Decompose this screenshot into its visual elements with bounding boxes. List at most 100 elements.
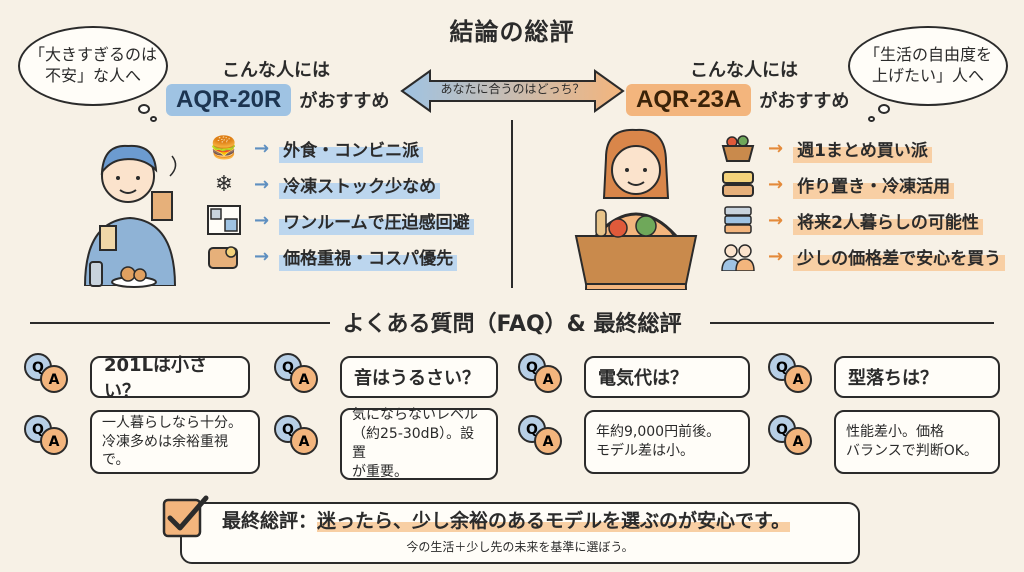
woman-basket-illustration [574,128,698,290]
faq-answer-card: 年約9,000円前後。 モデル差は小。 [584,410,750,474]
faq-answer-line: 性能差小。価格 [846,424,944,441]
arrow-right-icon: → [254,173,270,195]
faq-answer-line: が重要。 [352,463,408,480]
left-rec-suffix: がおすすめ [299,91,390,112]
qa-q-letter: Q [776,360,788,376]
right-rec-top: こんな人には [690,60,798,81]
center-divider [511,120,513,288]
bubble-right-line1: 「生活の自由度を [863,45,992,65]
left-feature-text: ワンルームで圧迫感回避 [279,205,474,235]
center-arrow-label: あなたに合うのはどっち？ [440,82,585,96]
faq-title: よくある質問（FAQ）& 最終総評 [342,312,682,337]
faq-answer-card: 性能差小。価格 バランスで判断OK。 [834,410,1000,474]
faq-question-card: 音はうるさい？ [340,356,498,398]
man-eating-illustration [83,144,177,286]
faq-divider-left [30,322,330,324]
left-feature-text: 外食・コンビニ派 [279,133,424,163]
qa-icon: Q A [24,353,68,393]
faq-answer-line: 冷凍多めは余裕重視で。 [102,433,228,469]
faq-answer-line: バランスで判断OK。 [846,443,978,459]
left-feature-item: → 価格重視・コスパ優先 [204,238,474,274]
double-arrow-icon [400,69,625,113]
speech-bubble-right: 「生活の自由度を 上げたい」人へ [848,26,1008,106]
faq-answer-card: 気にならないレベル （約25-30dB）。設置 が重要。 [340,407,498,480]
model-badge-aqr20r: AQR-20R [166,84,292,116]
qa-q-letter: Q [526,360,538,376]
snowflake-icon: ❄ [214,171,234,197]
qa-q-letter: Q [32,360,44,376]
right-feature-text: 将来2人暮らしの可能性 [793,205,983,235]
left-feature-item: → ワンルームで圧迫感回避 [204,202,474,238]
qa-icon: Q A [518,353,562,393]
couple-icon [718,240,758,272]
qa-q-letter: Q [282,360,294,376]
right-feature-item: → 作り置き・冷凍活用 [718,166,1005,202]
bubble-tail-dot [150,116,157,122]
left-rec-line: AQR-20R がおすすめ [166,84,389,116]
right-rec-suffix: がおすすめ [759,91,850,112]
model-badge-aqr23a: AQR-23A [626,84,752,116]
faq-question-card: 201Lは小さい？ [90,355,250,402]
qa-a-letter: A [543,434,554,450]
qa-icon: Q A [274,353,318,393]
left-feature-item: 🍔 → 外食・コンビニ派 [204,130,474,166]
right-feature-text: 週1まとめ買い派 [793,133,932,163]
speech-bubble-left: 「大きすぎるのは 不安」な人へ [18,26,168,106]
basket-icon [718,132,758,164]
bubble-tail-dot [868,116,875,122]
qa-a-letter: A [299,372,310,388]
faq-answer-line: 年約9,000円前後。 [596,424,721,441]
faq-question-card: 型落ちは？ [834,356,1000,398]
final-message: 迷ったら、少し余裕のあるモデルを選ぶのが安心です。 [317,510,791,532]
qa-a-letter: A [793,372,804,388]
bubble-right-line2: 上げたい」人へ [871,66,984,85]
left-rec-top: こんな人には [222,60,330,81]
arrow-right-icon: → [768,209,784,231]
qa-a-letter: A [49,372,60,388]
faq-answer-line: （約25-30dB）。設置 [352,426,475,461]
right-feature-list: → 週1まとめ買い派 → 作り置き・冷凍活用 → 将来2人暮らしの可能性 → 少… [718,130,1006,274]
container-stack-icon [718,204,758,236]
faq-answer-card: 一人暮らしなら十分。 冷凍多めは余裕重視で。 [90,410,260,474]
right-feature-text: 作り置き・冷凍活用 [793,169,955,199]
qa-icon: Q A [518,415,562,455]
containers-icon [718,168,758,200]
qa-q-letter: Q [32,422,44,438]
wallet-icon [204,240,244,272]
faq-answer-line: 気にならないレベル [352,407,478,424]
bubble-left-line2: 不安」な人へ [44,66,141,85]
qa-q-letter: Q [776,422,788,438]
arrow-right-icon: → [254,209,270,231]
page-title: 結論の総評 [449,18,575,46]
arrow-right-icon: → [768,137,784,159]
left-feature-item: ❄ → 冷凍ストック少なめ [204,166,474,202]
bubble-tail-dot [878,104,890,114]
right-feature-item: → 将来2人暮らしの可能性 [718,202,1005,238]
qa-icon: Q A [768,353,812,393]
arrow-right-icon: → [768,245,784,267]
right-rec-line: AQR-23A がおすすめ [626,84,849,116]
room-icon [204,204,244,236]
qa-a-letter: A [49,434,60,450]
qa-q-letter: Q [282,422,294,438]
right-feature-text: 少しの価格差で安心を買う [793,241,1006,271]
qa-q-letter: Q [526,422,538,438]
bubble-left-line1: 「大きすぎるのは [28,45,157,65]
qa-a-letter: A [299,434,310,450]
qa-icon: Q A [768,415,812,455]
checkmark-icon [162,495,209,538]
final-subtext: 今の生活＋少し先の未来を基準に選ぼう。 [406,540,634,554]
left-feature-text: 冷凍ストック少なめ [279,169,441,199]
faq-divider-right [710,322,994,324]
qa-icon: Q A [24,415,68,455]
final-label: 最終総評： [222,510,318,532]
left-feature-text: 価格重視・コスパ優先 [279,241,458,271]
faq-answer-line: 一人暮らしなら十分。 [102,414,242,431]
food-plate-icon [89,261,157,288]
burger-drink-icon: 🍔 [210,135,238,161]
arrow-right-icon: → [768,173,784,195]
qa-a-letter: A [543,372,554,388]
faq-answer-line: モデル差は小。 [596,443,694,459]
arrow-right-icon: → [254,137,270,159]
arrow-right-icon: → [254,245,270,267]
